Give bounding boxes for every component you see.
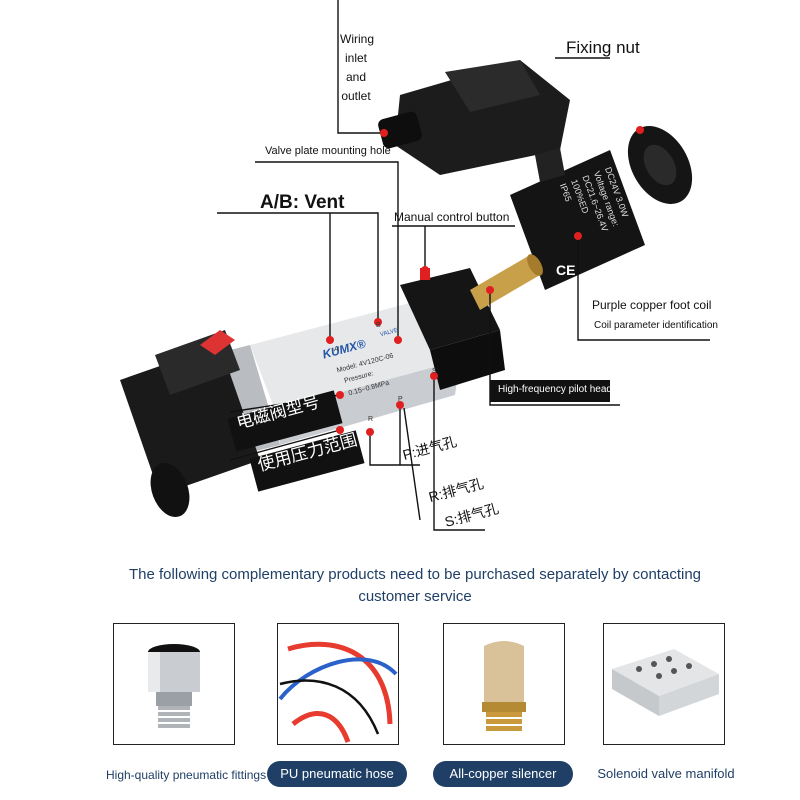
fixing-nut	[627, 126, 693, 204]
manifold-caption: Solenoid valve manifold	[597, 766, 735, 781]
port-r-mark: R	[368, 416, 374, 423]
pressure-label-bar	[249, 430, 365, 492]
model-label-bar	[227, 390, 343, 452]
promo-line-2: customer service	[358, 588, 472, 605]
hose-caption: PU pneumatic hose	[267, 761, 407, 787]
silencer-icon	[482, 641, 526, 731]
valve-plate-mounting-hole-label: Valve plate mounting hole	[265, 145, 391, 157]
silencer-caption: All-copper silencer	[433, 761, 573, 787]
manifold-icon	[612, 649, 719, 716]
promo-line-1: The following complementary products nee…	[129, 566, 701, 583]
port-b-mark: B	[376, 322, 381, 329]
manual-control-button-label: Manual control button	[394, 210, 510, 224]
callout-dots	[326, 126, 644, 436]
port-a-mark: A	[334, 346, 339, 353]
port-p-mark: P	[398, 396, 403, 403]
left-coil	[120, 330, 260, 518]
port-s-mark: S	[432, 368, 437, 375]
wiring-line-2: inlet	[344, 51, 367, 65]
pilot-head-label-bar	[490, 380, 610, 402]
product-card-silencer[interactable]	[443, 623, 565, 745]
purple-copper-coil-label: Purple copper foot coil	[592, 298, 712, 312]
ab-vent-label: A/B: Vent	[260, 192, 345, 213]
wiring-label: Wiring inlet and outlet	[340, 30, 375, 106]
wiring-line-1: Wiring	[340, 32, 375, 46]
purple-copper-coil	[510, 148, 645, 290]
fittings-caption: High-quality pneumatic fittings	[106, 768, 267, 782]
ce-mark: CE	[556, 262, 576, 278]
pu-hose-icon	[278, 641, 398, 743]
brass-pilot-head	[470, 254, 543, 310]
coil-parameter-label: Coil parameter identification	[594, 320, 718, 331]
pneumatic-fitting-icon	[148, 644, 200, 728]
product-card-fittings[interactable]	[113, 623, 235, 745]
fixing-nut-label: Fixing nut	[566, 38, 640, 57]
wiring-line-4: outlet	[341, 89, 371, 103]
wiring-line-3: and	[345, 70, 367, 84]
product-card-hose[interactable]	[277, 623, 399, 745]
din-connector-top	[378, 60, 570, 175]
product-card-manifold[interactable]	[603, 623, 725, 745]
callout-lines	[217, 0, 710, 531]
valve-diagram	[120, 0, 710, 531]
pilot-head-label: High-frequency pilot head	[498, 384, 612, 395]
